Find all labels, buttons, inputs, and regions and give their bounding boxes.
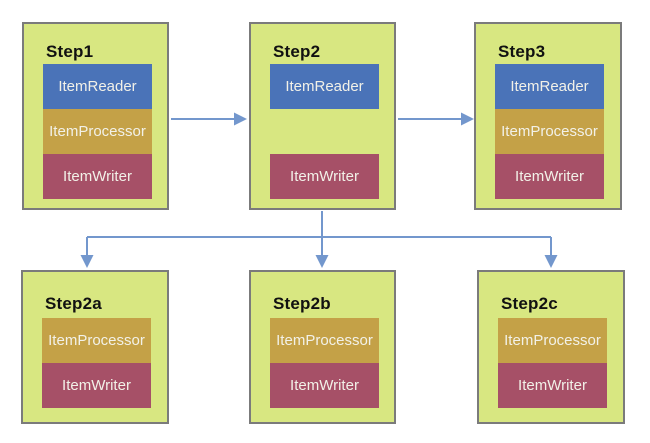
component-itemreader: ItemReader bbox=[43, 64, 152, 109]
node-step2c: Step2c ItemProcessor ItemWriter bbox=[477, 270, 625, 424]
edge-step2-step2a-arrowhead bbox=[80, 255, 94, 268]
component-itemprocessor: ItemProcessor bbox=[43, 109, 152, 154]
edge-step1-step2-arrowhead bbox=[234, 112, 247, 126]
node-step3: Step3 ItemReader ItemProcessor ItemWrite… bbox=[474, 22, 622, 210]
node-step2b: Step2b ItemProcessor ItemWriter bbox=[249, 270, 396, 424]
step-title: Step2b bbox=[273, 294, 331, 313]
node-step2: Step2 ItemReader ItemWriter bbox=[249, 22, 396, 210]
step-title: Step2 bbox=[273, 42, 321, 61]
node-step1: Step1 ItemReader ItemProcessor ItemWrite… bbox=[22, 22, 169, 210]
component-itemprocessor: ItemProcessor bbox=[42, 318, 151, 363]
component-itemwriter: ItemWriter bbox=[43, 154, 152, 199]
component-itemwriter: ItemWriter bbox=[270, 154, 379, 199]
component-itemwriter: ItemWriter bbox=[42, 363, 151, 408]
component-itemreader: ItemReader bbox=[495, 64, 604, 109]
component-itemwriter: ItemWriter bbox=[495, 154, 604, 199]
node-step2a: Step2a ItemProcessor ItemWriter bbox=[21, 270, 169, 424]
step-title: Step1 bbox=[46, 42, 94, 61]
component-itemwriter: ItemWriter bbox=[270, 363, 379, 408]
step-title: Step2a bbox=[45, 294, 102, 313]
edge-step2-step3-arrowhead bbox=[461, 112, 474, 126]
component-itemprocessor: ItemProcessor bbox=[270, 318, 379, 363]
edge-step2-step2c-arrowhead bbox=[544, 255, 558, 268]
step-title: Step3 bbox=[498, 42, 546, 61]
component-itemreader: ItemReader bbox=[270, 64, 379, 109]
component-itemwriter: ItemWriter bbox=[498, 363, 607, 408]
component-itemprocessor: ItemProcessor bbox=[498, 318, 607, 363]
edge-step2-step2b-arrowhead bbox=[315, 255, 329, 268]
step-title: Step2c bbox=[501, 294, 558, 313]
component-itemprocessor: ItemProcessor bbox=[495, 109, 604, 154]
